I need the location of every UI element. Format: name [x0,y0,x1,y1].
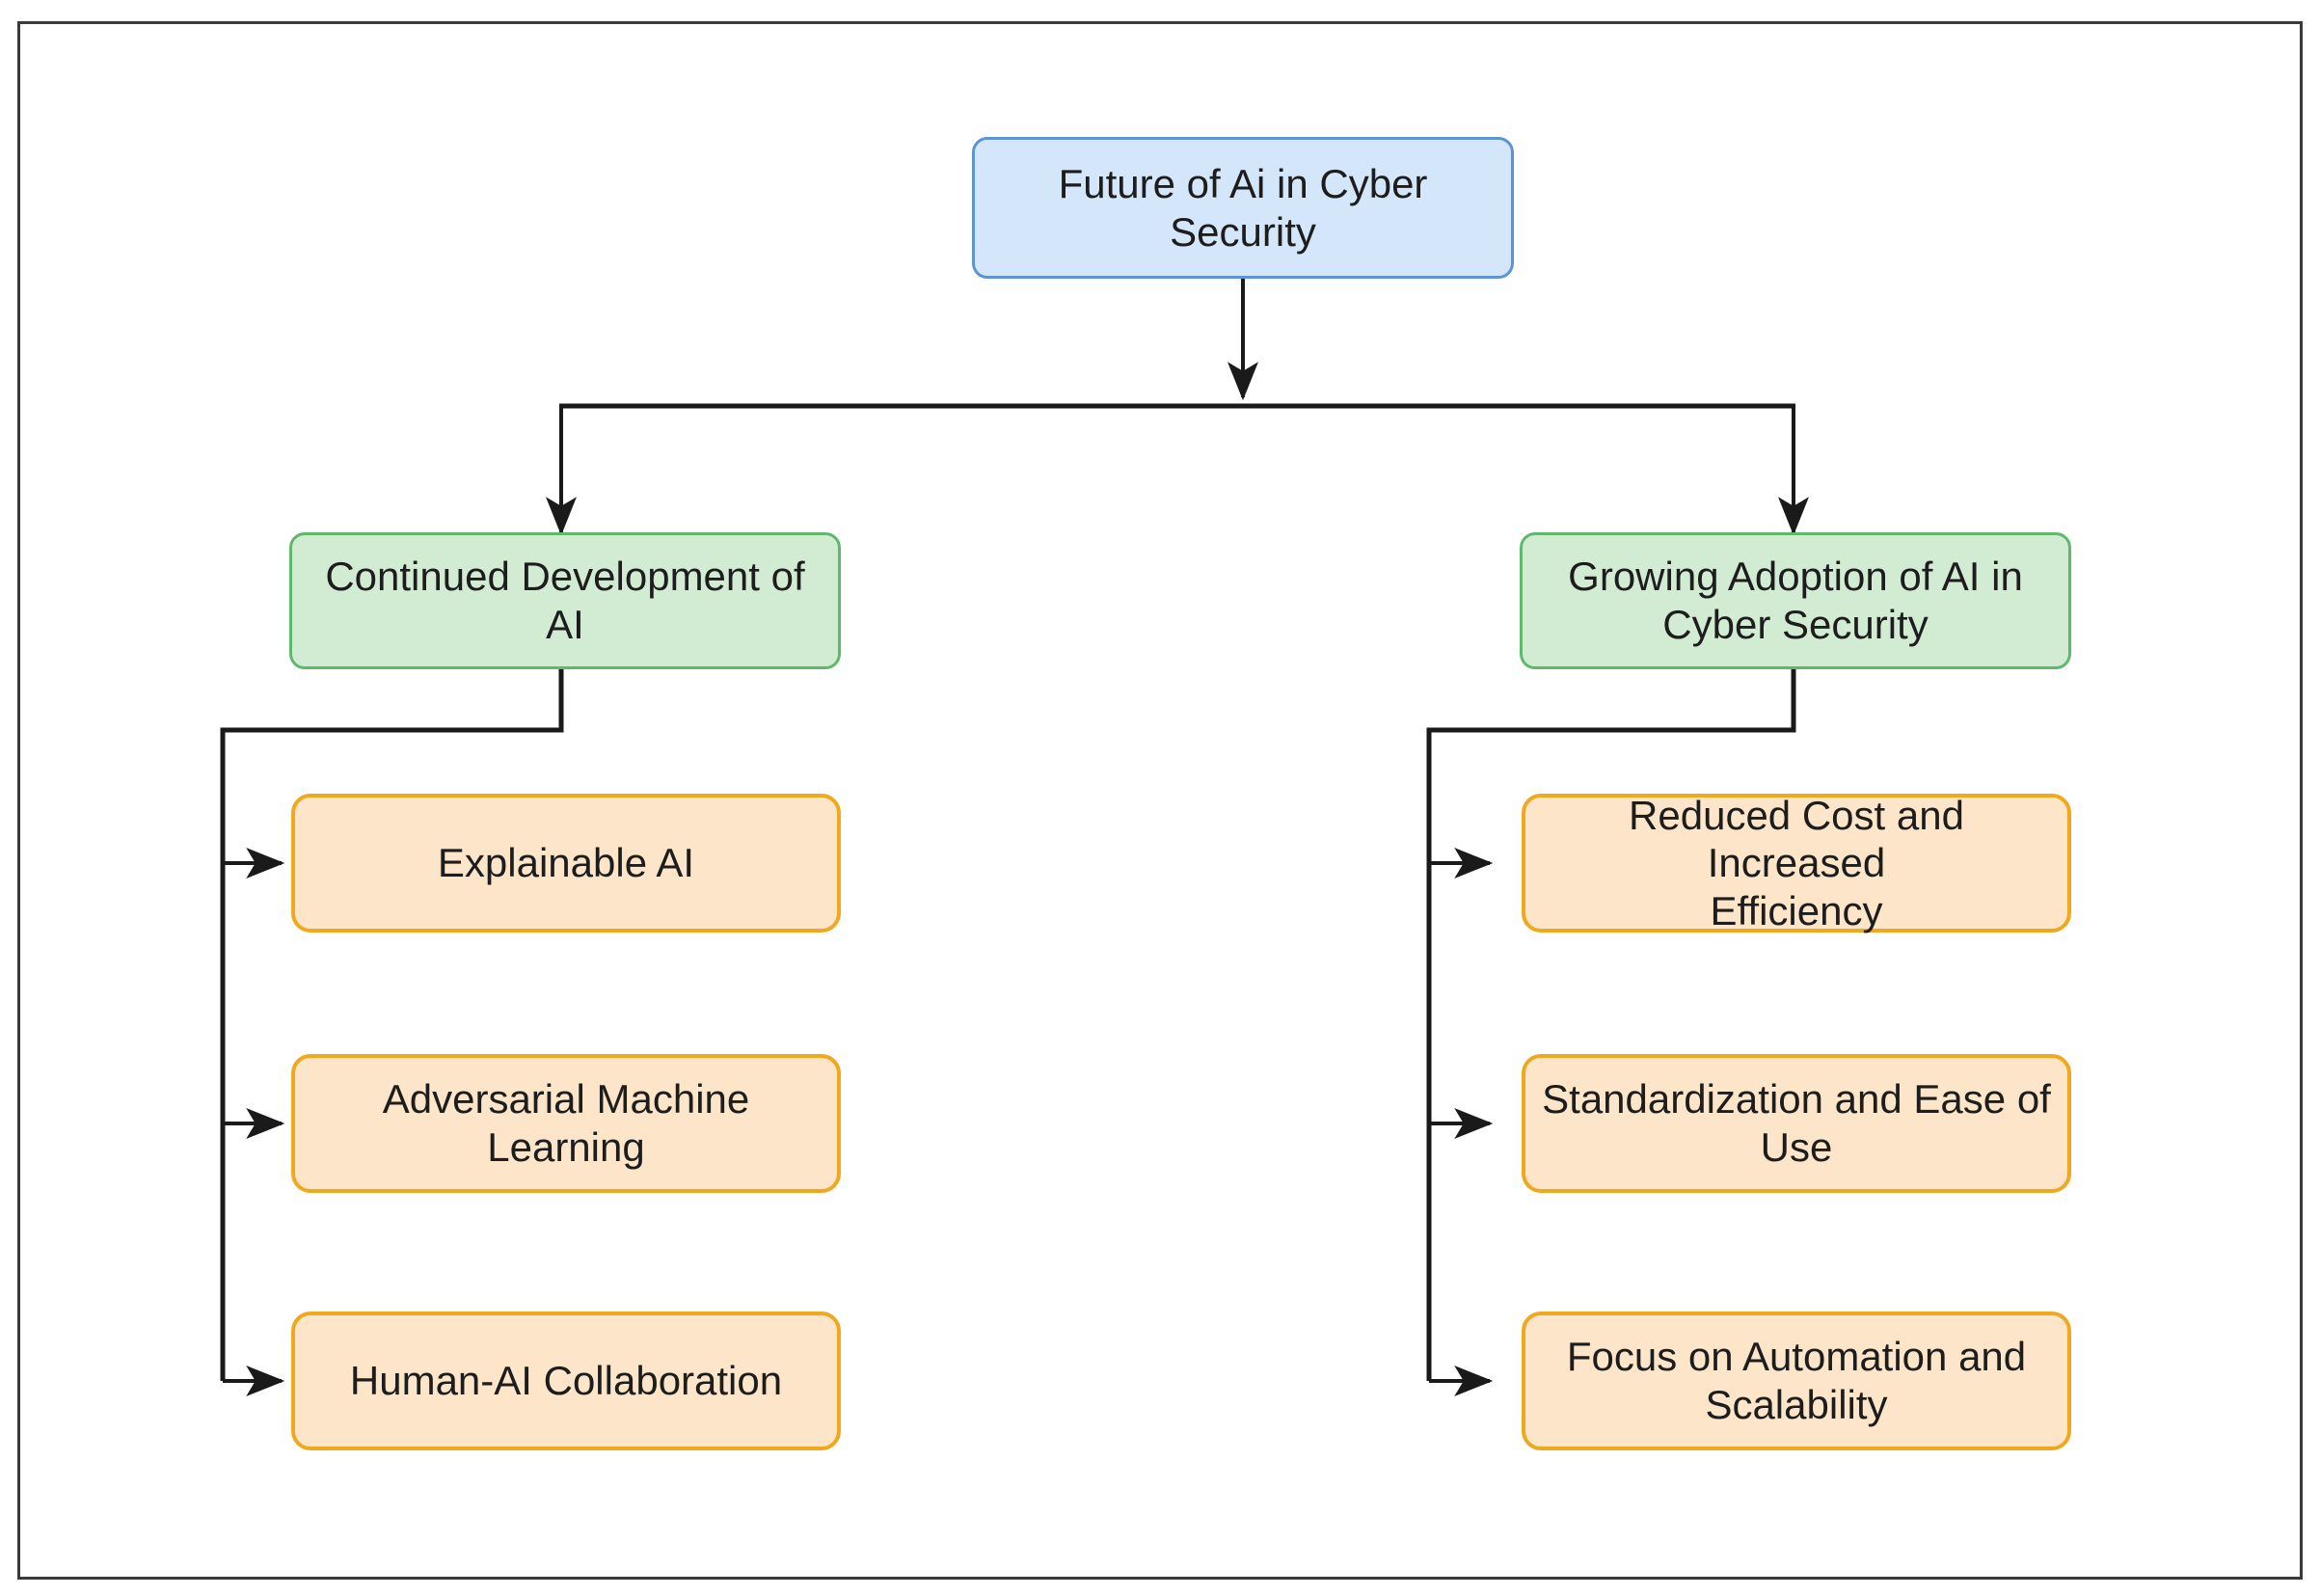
node-branch-right-label: Growing Adoption of AI in Cyber Security [1568,554,2023,647]
node-leaf-human-ai-collab[interactable]: Human-AI Collaboration [291,1312,841,1450]
node-leaf-reduced-cost[interactable]: Reduced Cost and Increased Efficiency [1522,792,2071,933]
node-branch-left-label: Continued Development of AI [325,554,805,647]
node-leaf-standardization[interactable]: Standardization and Ease of Use [1522,1054,2071,1193]
node-branch-right[interactable]: Growing Adoption of AI in Cyber Security [1520,532,2071,669]
node-leaf-explainable-ai-label: Explainable AI [437,840,695,886]
node-leaf-automation-label: Focus on Automation and Scalability [1566,1334,2027,1427]
node-root-label: Future of Ai in Cyber Security [1058,160,1428,255]
node-leaf-standardization-label: Standardization and Ease of Use [1542,1076,2051,1170]
node-leaf-human-ai-collab-label: Human-AI Collaboration [349,1358,783,1404]
node-root[interactable]: Future of Ai in Cyber Security [972,137,1514,279]
node-leaf-adversarial-ml-label: Adversarial Machine Learning [382,1076,750,1170]
node-branch-left[interactable]: Continued Development of AI [289,532,841,669]
node-leaf-explainable-ai[interactable]: Explainable AI [291,794,841,933]
node-leaf-reduced-cost-label: Reduced Cost and Increased Efficiency [1629,792,1964,933]
node-leaf-adversarial-ml[interactable]: Adversarial Machine Learning [291,1054,841,1193]
node-leaf-automation[interactable]: Focus on Automation and Scalability [1522,1312,2071,1450]
